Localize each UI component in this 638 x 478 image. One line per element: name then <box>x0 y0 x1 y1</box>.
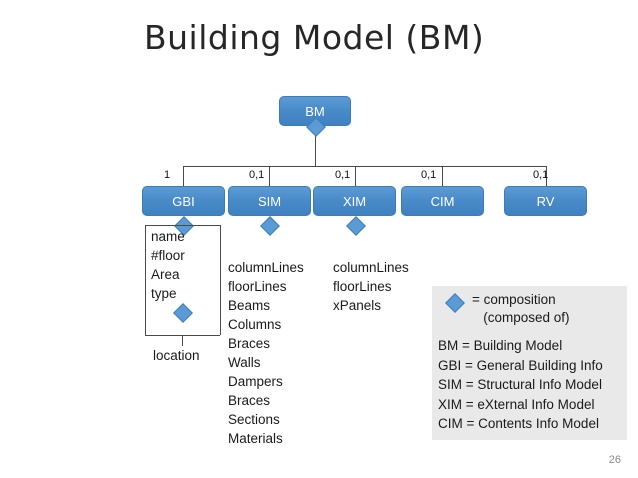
connector-gbi-location <box>182 335 183 346</box>
cardinality-cim: 0,1 <box>421 169 437 181</box>
connector-drop-gbi <box>183 166 184 186</box>
gbi-attr-box-top <box>145 225 220 226</box>
node-gbi-label: GBI <box>172 193 195 209</box>
composition-diamond-sim <box>260 216 280 236</box>
node-gbi[interactable]: GBI <box>142 186 225 216</box>
gbi-attr-box-left <box>145 225 146 335</box>
gbi-attr-box-right <box>220 225 221 335</box>
gbi-child-attribute: location <box>153 348 200 363</box>
cardinality-gbi: 1 <box>164 169 171 181</box>
node-cim-label: CIM <box>430 193 455 209</box>
node-sim[interactable]: SIM <box>228 186 311 216</box>
node-sim-label: SIM <box>257 193 282 209</box>
legend-composition-label: = composition (composed of) <box>472 292 570 325</box>
legend-box <box>432 286 627 440</box>
node-xim[interactable]: XIM <box>313 186 396 216</box>
page-number: 26 <box>608 454 621 466</box>
connector-drop-cim <box>442 166 443 186</box>
composition-diamond-location <box>173 303 193 323</box>
connector-bus <box>183 166 546 167</box>
sim-attributes: columnLines floorLines Beams Columns Bra… <box>228 260 304 446</box>
node-xim-label: XIM <box>342 193 367 209</box>
connector-drop-sim <box>269 166 270 186</box>
cardinality-sim: 0,1 <box>249 169 265 181</box>
legend-abbreviations: BM = Building Model GBI = General Buildi… <box>438 338 603 431</box>
cardinality-xim: 0,1 <box>335 169 351 181</box>
node-rv-label: RV <box>536 193 555 209</box>
cardinality-rv: 0,1 <box>533 169 549 181</box>
connector-drop-rv <box>546 166 547 186</box>
composition-diamond-xim <box>346 216 366 236</box>
connector-drop-xim <box>355 166 356 186</box>
gbi-attributes: name #floor Area type <box>151 229 185 301</box>
xim-attributes: columnLines floorLines xPanels <box>333 260 409 313</box>
node-rv[interactable]: RV <box>504 186 587 216</box>
node-bm-label: BM <box>305 103 325 119</box>
node-cim[interactable]: CIM <box>401 186 484 216</box>
connector-bm-down <box>315 126 316 166</box>
page-title: Building Model (BM) <box>144 18 485 57</box>
